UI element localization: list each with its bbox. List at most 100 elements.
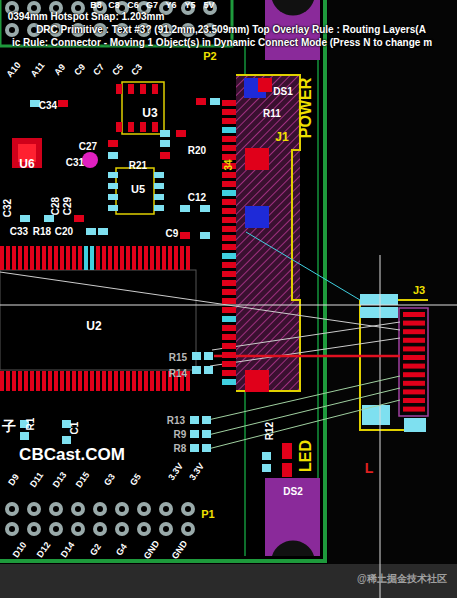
through-hole xyxy=(115,502,129,516)
connector-pin xyxy=(222,217,236,223)
through-hole xyxy=(27,522,41,536)
chip-body xyxy=(0,270,196,370)
smd-pad xyxy=(202,430,211,438)
pin-label: 5V xyxy=(203,1,214,10)
chip-pin xyxy=(18,246,22,270)
connector-pin xyxy=(222,208,236,214)
smd-pad xyxy=(86,228,96,235)
hole-drill xyxy=(97,506,103,512)
hole-pad xyxy=(115,502,129,516)
off-board-area xyxy=(0,564,457,598)
silkscreen-text: LED xyxy=(298,440,314,472)
smd-pad xyxy=(190,416,199,424)
hole-pad xyxy=(159,522,173,536)
chip-pin xyxy=(6,246,10,270)
chip-pin xyxy=(12,246,16,270)
through-hole xyxy=(181,1,195,15)
chip-pin xyxy=(0,371,4,391)
chip-pin xyxy=(96,246,100,270)
pin-label: B8 xyxy=(90,1,102,10)
pin-label: C6 xyxy=(127,1,139,10)
smd-pad xyxy=(176,130,186,137)
connector-pin xyxy=(222,127,236,133)
hole-pad xyxy=(27,502,41,516)
chip-pin xyxy=(162,246,166,270)
connector-pin xyxy=(403,389,425,394)
silkscreen-text: 子 xyxy=(2,419,16,433)
hole-drill xyxy=(75,526,81,532)
status-text: ic Rule: Connector - Moving 1 Object(s) … xyxy=(12,38,432,48)
chip-pin xyxy=(66,371,70,391)
off-board-area xyxy=(328,0,457,564)
hole-pad xyxy=(203,1,217,15)
through-hole xyxy=(181,522,195,536)
chip-pin xyxy=(154,194,164,200)
chip-pin xyxy=(140,84,146,94)
hole-pad xyxy=(71,522,85,536)
chip-pin xyxy=(138,246,142,270)
through-hole xyxy=(71,522,85,536)
chip-pin xyxy=(186,246,190,270)
chip-pin xyxy=(48,246,52,270)
hole-pad xyxy=(5,502,19,516)
connector-pin xyxy=(222,145,236,151)
connector-pin xyxy=(222,190,236,196)
hole-pad xyxy=(137,502,151,516)
chip-pin xyxy=(108,371,112,391)
hole-drill xyxy=(97,526,103,532)
led-pad xyxy=(282,463,292,477)
smd-pad xyxy=(180,205,190,212)
connector-pad xyxy=(245,206,269,228)
smd-pad xyxy=(160,140,170,147)
connector-pin xyxy=(403,338,425,343)
hole-pad xyxy=(49,502,63,516)
chip-pin xyxy=(168,246,172,270)
smd-pad xyxy=(190,444,199,452)
chip-pin xyxy=(116,122,122,132)
watermark: @稀土掘金技术社区 xyxy=(357,574,447,584)
hole-pad xyxy=(5,522,19,536)
connector-pin xyxy=(222,334,236,340)
connector-pin xyxy=(222,325,236,331)
connector-pin xyxy=(222,280,236,286)
chip-pin xyxy=(84,246,88,270)
part-label: C33 xyxy=(10,227,28,237)
chip-pin xyxy=(138,371,142,391)
chip-pin xyxy=(108,194,118,200)
hole-drill xyxy=(9,526,15,532)
chip-pin xyxy=(114,246,118,270)
connector-pad xyxy=(404,418,426,432)
connector-pin xyxy=(222,370,236,376)
part-label: C31 xyxy=(66,158,84,168)
status-text: DRC Primitive : Text #3? (91.2mm,23.509m… xyxy=(36,25,426,35)
hole-pad xyxy=(137,522,151,536)
connector-pin xyxy=(222,307,236,313)
connector-pin xyxy=(222,154,236,160)
hole-drill xyxy=(163,526,169,532)
smd-pad xyxy=(98,228,108,235)
connector-pad xyxy=(245,148,269,170)
chip-pin xyxy=(120,371,124,391)
smd-pad xyxy=(262,464,271,472)
smd-pad xyxy=(108,140,118,147)
connector-pin xyxy=(222,235,236,241)
connector-pin xyxy=(403,312,425,317)
through-hole xyxy=(49,522,63,536)
through-hole xyxy=(93,502,107,516)
chip-pin xyxy=(42,246,46,270)
connector-pin xyxy=(222,361,236,367)
through-hole xyxy=(137,522,151,536)
hole-drill xyxy=(141,506,147,512)
hole-pad xyxy=(49,522,63,536)
part-label: J3 xyxy=(413,285,425,296)
chip-pin xyxy=(180,246,184,270)
hole-drill xyxy=(53,5,59,11)
chip-pin xyxy=(36,246,40,270)
chip-pin xyxy=(154,183,164,189)
chip-pin xyxy=(30,246,34,270)
chip-pin xyxy=(116,84,122,94)
chip-pin xyxy=(114,371,118,391)
connector-pin xyxy=(403,407,425,412)
part-label: C32 xyxy=(3,199,13,217)
connector-pin xyxy=(222,199,236,205)
